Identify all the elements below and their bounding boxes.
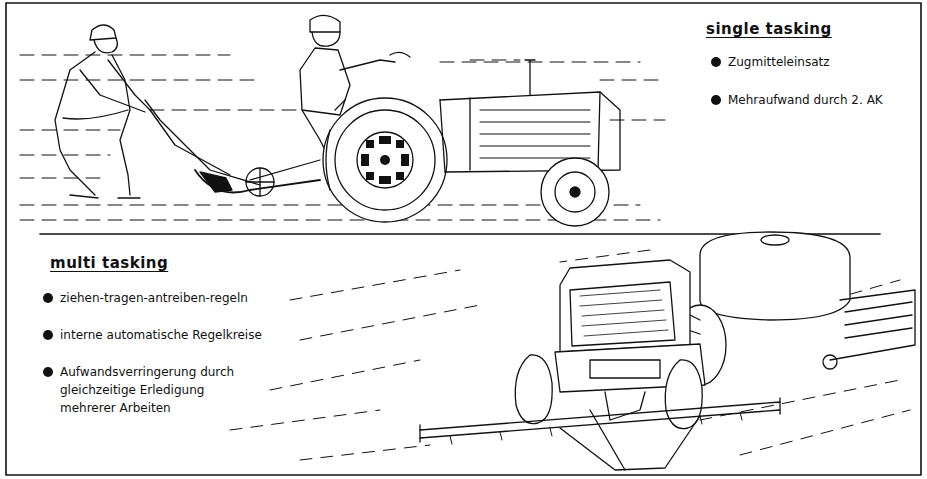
outer-frame	[6, 3, 921, 475]
bullet-points	[43, 57, 721, 377]
bullet-text: Aufwandsverringerung durch gleichzeitige…	[60, 363, 260, 417]
bullet-text: interne automatische Regelkreise	[60, 326, 320, 344]
section-heading: multi tasking	[50, 254, 250, 272]
section-heading: single tasking	[706, 20, 906, 38]
man-with-plough	[55, 25, 320, 198]
tractor	[250, 15, 620, 226]
bullet-text: Mehraufwand durch 2. AK	[728, 91, 908, 109]
bullet-text: ziehen-tragen-antreiben-regeln	[60, 289, 320, 307]
bullet-text: Zugmitteleinsatz	[728, 53, 908, 71]
systems-tractor	[420, 232, 915, 470]
